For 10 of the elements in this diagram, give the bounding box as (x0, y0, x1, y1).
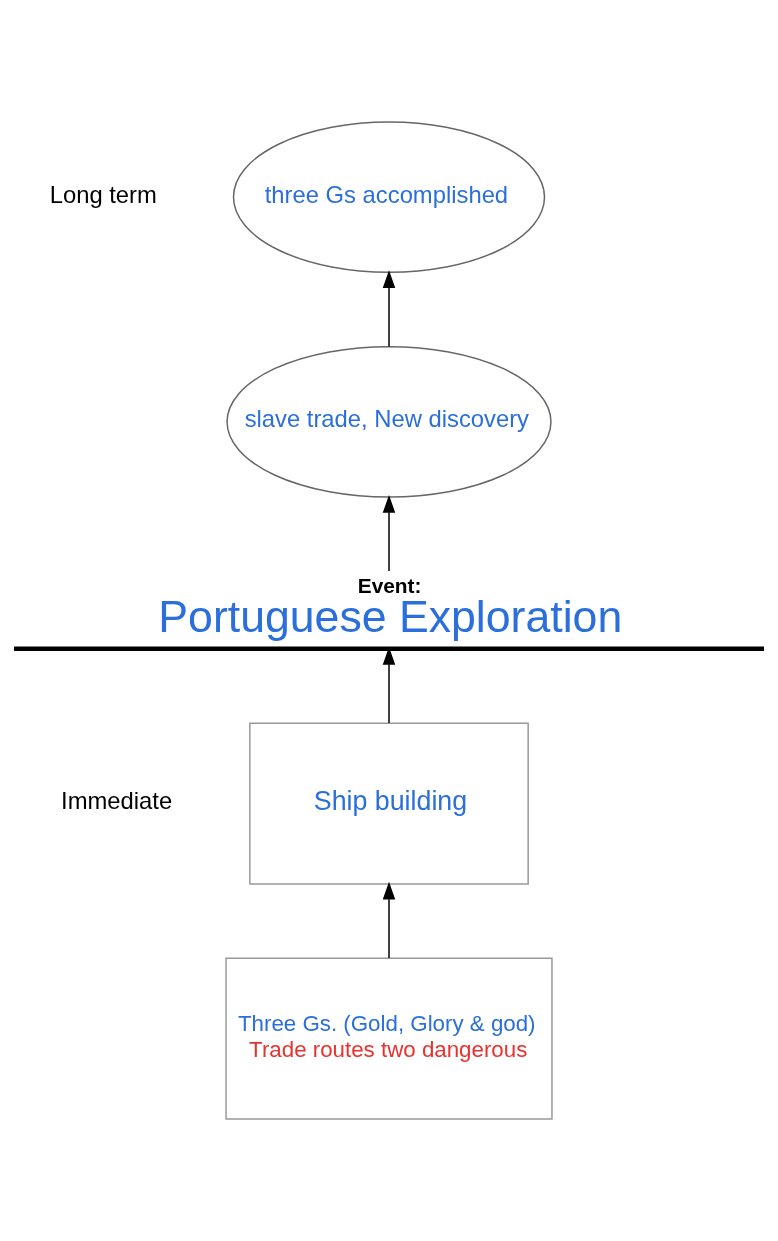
node-text: Event: Portuguese Exploration (158, 573, 623, 642)
arrow (382, 270, 396, 348)
label: Long term (49, 180, 157, 208)
arrow (382, 881, 396, 959)
node-ellipse: slave trade, New discovery (226, 345, 552, 498)
node-box: Ship building (249, 722, 529, 885)
label: Immediate (61, 787, 173, 815)
node-ellipse: three Gs accomplished (232, 121, 546, 273)
node-box: Three Gs. (Gold, Glory & god) Trade routes two dangerous (225, 957, 553, 1120)
arrow (382, 494, 396, 572)
